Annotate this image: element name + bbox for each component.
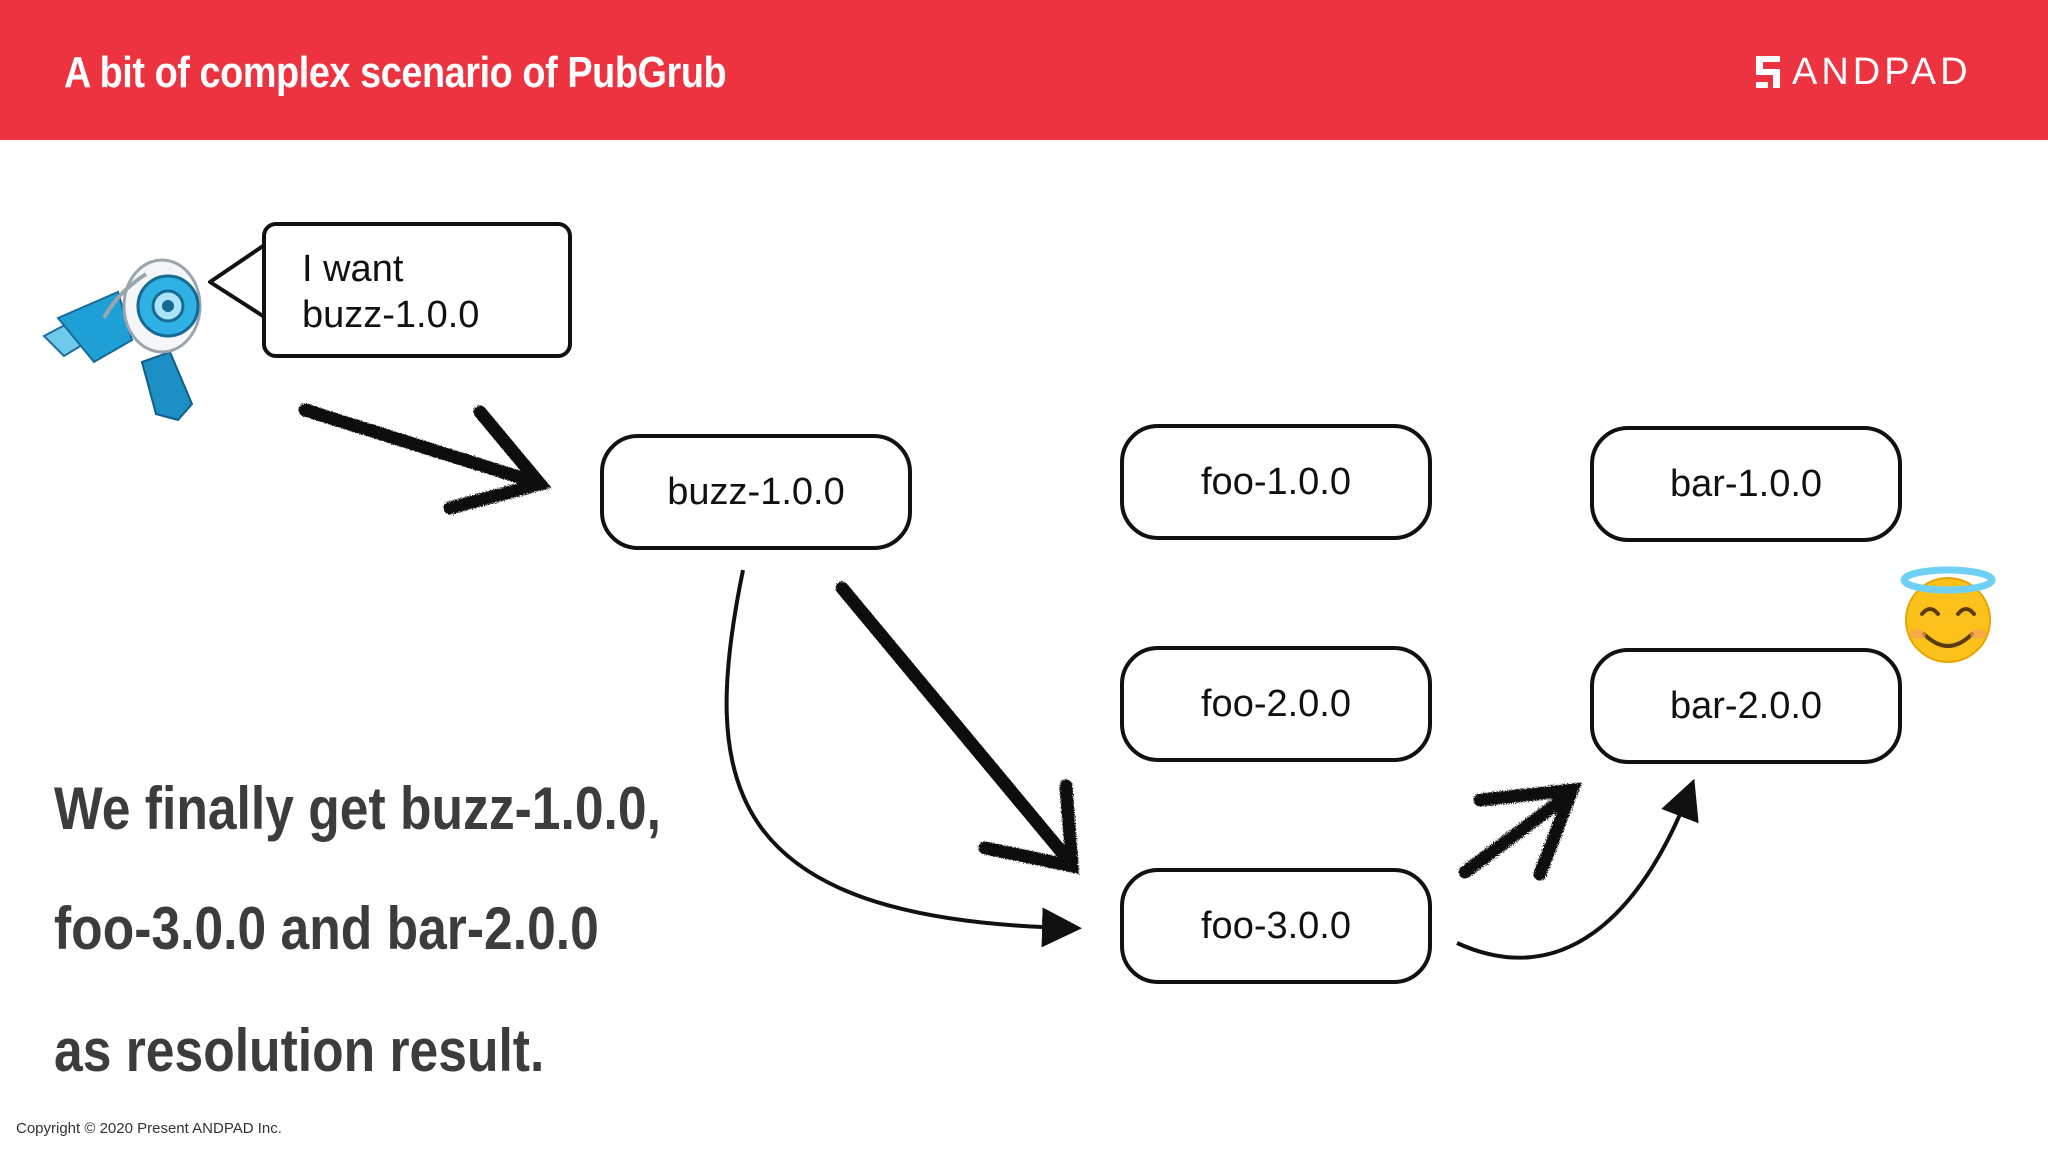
node-buzz-1-0-0: buzz-1.0.0 — [600, 434, 912, 550]
node-bar-2-0-0: bar-2.0.0 — [1590, 648, 1902, 764]
bubble-line-1: I want — [302, 248, 404, 290]
rough-arrow-buzz-to-foo3 — [835, 581, 1080, 875]
node-foo-3-0-0: foo-3.0.0 — [1120, 868, 1432, 984]
brand-name: ANDPAD — [1792, 50, 1972, 93]
result-line-1: We finally get buzz-1.0.0, — [54, 775, 661, 842]
node-foo-2-0-0: foo-2.0.0 — [1120, 646, 1432, 762]
header-bar: A bit of complex scenario of PubGrub AND… — [0, 0, 2048, 140]
node-foo-1-0-0: foo-1.0.0 — [1120, 424, 1432, 540]
speech-bubble: I want buzz-1.0.0 — [262, 222, 572, 358]
node-bar-1-0-0: bar-1.0.0 — [1590, 426, 1902, 542]
copyright-notice: Copyright © 2020 Present ANDPAD Inc. — [16, 1120, 282, 1137]
andpad-logo-mark-icon — [1756, 56, 1780, 88]
rough-arrow-foo3-to-bar2 — [1458, 782, 1582, 881]
tape-dispenser-icon — [42, 258, 202, 422]
rough-arrow-to-buzz — [298, 403, 552, 515]
curve-arrow-foo3-to-bar2 — [1456, 778, 1699, 960]
result-line-2: foo-3.0.0 and bar-2.0.0 — [54, 895, 599, 962]
brand-logo: ANDPAD — [1756, 50, 1972, 93]
slide-title: A bit of complex scenario of PubGrub — [64, 48, 727, 97]
bubble-line-2: buzz-1.0.0 — [302, 294, 480, 336]
smiling-face-with-halo-icon — [1900, 566, 1996, 663]
result-line-3: as resolution result. — [54, 1017, 545, 1084]
curve-arrow-buzz-to-foo3 — [724, 569, 1082, 948]
